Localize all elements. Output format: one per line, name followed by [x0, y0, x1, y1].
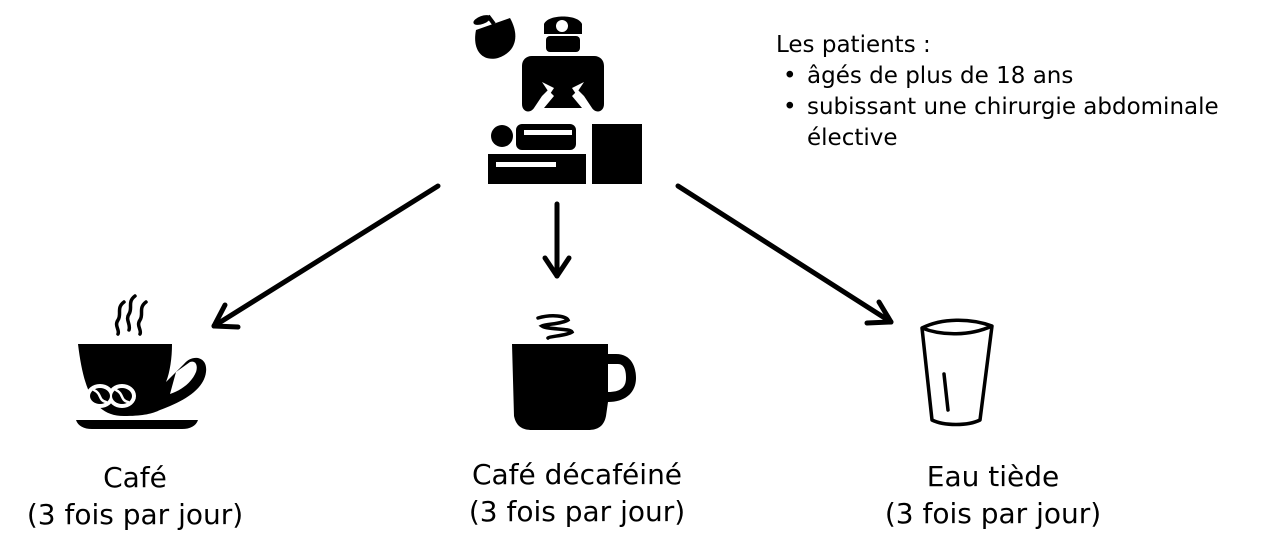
- group-name: Eau tiède: [926, 460, 1060, 493]
- operating-lamp-icon: [473, 14, 516, 59]
- criteria-item: âgés de plus de 18 ans: [776, 61, 1276, 92]
- criteria-heading: Les patients :: [776, 32, 931, 58]
- group-caption-coffee: Café (3 fois par jour): [0, 459, 270, 533]
- arrow-to-water: [675, 183, 894, 326]
- surgeon-icon: [522, 16, 604, 112]
- arrow-to-coffee: [211, 183, 441, 330]
- water-glass-icon: [920, 318, 994, 427]
- group-frequency: (3 fois par jour): [884, 497, 1102, 530]
- inclusion-criteria: Les patients : âgés de plus de 18 ans su…: [776, 30, 1276, 154]
- group-caption-water: Eau tiède (3 fois par jour): [848, 458, 1138, 532]
- criteria-item: subissant une chirurgie abdominale élect…: [776, 92, 1276, 154]
- arrow-to-decaf: [542, 201, 572, 279]
- mug-icon: [512, 314, 636, 430]
- coffee-cup-beans-icon: [76, 294, 207, 429]
- group-frequency: (3 fois par jour): [468, 495, 686, 528]
- surgery-icon: [473, 14, 642, 184]
- group-frequency: (3 fois par jour): [26, 498, 244, 531]
- group-caption-decaf: Café décaféiné (3 fois par jour): [432, 456, 722, 530]
- group-name: Café décaféiné: [471, 458, 683, 491]
- patient-icon: [488, 124, 642, 184]
- criteria-list: âgés de plus de 18 ans subissant une chi…: [776, 61, 1276, 154]
- group-name: Café: [103, 461, 167, 494]
